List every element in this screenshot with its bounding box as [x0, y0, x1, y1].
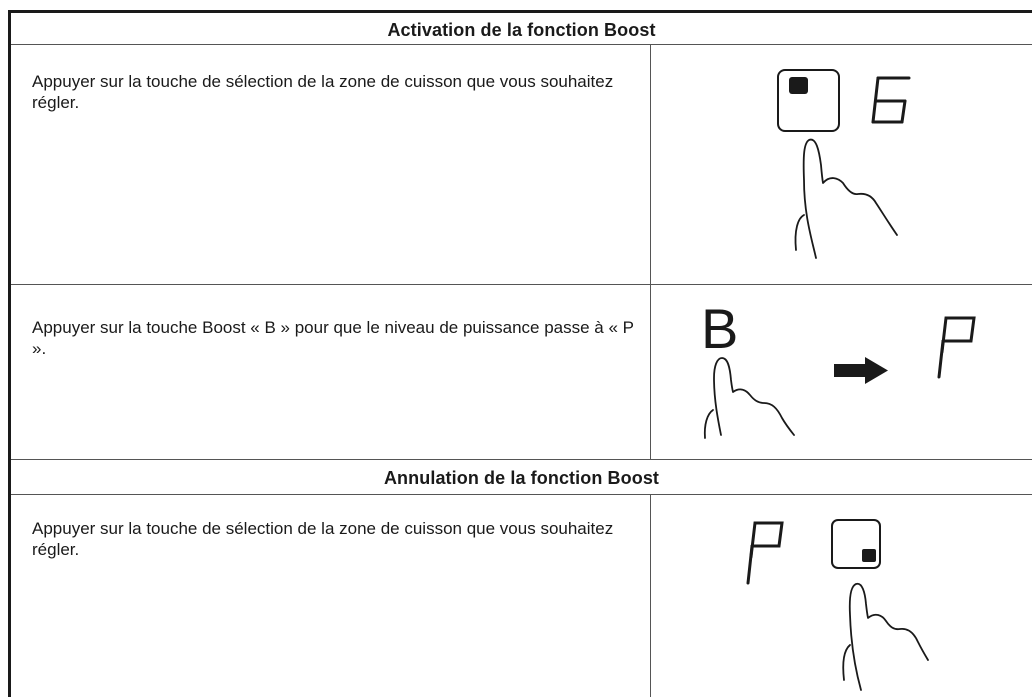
column-divider — [650, 285, 651, 459]
instruction-table — [8, 10, 1032, 697]
power-level-display-6 — [871, 76, 911, 124]
step-illustration — [652, 500, 1032, 695]
step-instruction: Appuyer sur la touche de sélection de la… — [32, 72, 614, 112]
zone-select-key-icon — [831, 519, 881, 569]
row-divider — [11, 494, 1032, 495]
power-level-display-p — [937, 316, 976, 379]
step-instruction: Appuyer sur la touche Boost « B » pour q… — [32, 318, 634, 358]
column-divider — [650, 495, 651, 697]
power-level-display-p — [746, 521, 784, 585]
finger-press-icon — [794, 138, 898, 259]
step-illustration — [652, 55, 1032, 280]
row-divider — [11, 459, 1032, 460]
column-divider — [650, 45, 651, 284]
step-instruction: Appuyer sur la touche de sélection de la… — [32, 519, 614, 559]
row-divider — [11, 284, 1032, 285]
finger-press-icon — [703, 357, 795, 439]
finger-press-icon — [842, 582, 929, 691]
section-header-activation: Activation de la fonction Boost — [387, 20, 656, 40]
boost-key-label: B — [701, 297, 738, 360]
zone-select-key-icon — [777, 69, 840, 132]
step-illustration: B — [652, 290, 1032, 455]
section-header-cancellation: Annulation de la fonction Boost — [383, 468, 660, 488]
row-divider — [11, 44, 1032, 45]
arrow-right-icon — [834, 357, 888, 384]
